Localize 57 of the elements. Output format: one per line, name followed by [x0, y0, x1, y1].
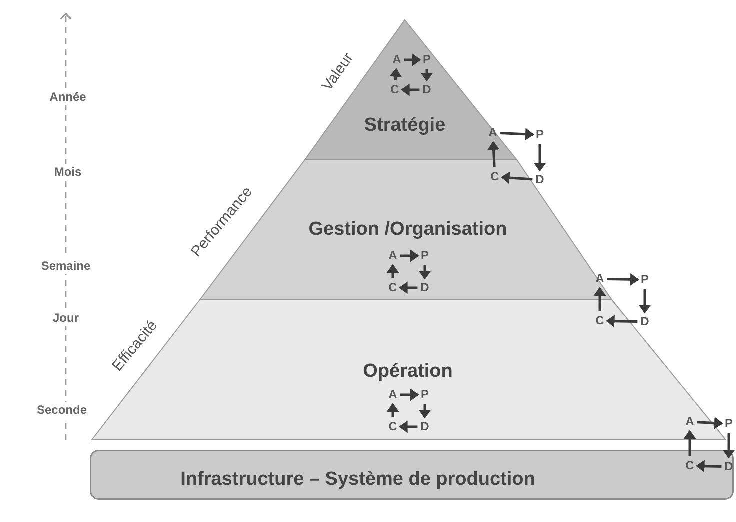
arrow	[390, 68, 402, 81]
arrow	[399, 420, 418, 434]
arrow	[386, 264, 400, 278]
cycle-letter: C	[388, 282, 398, 294]
arrow	[722, 434, 736, 459]
arrow	[399, 282, 418, 294]
cycle-letter: D	[420, 282, 430, 294]
cycle-letter: C	[388, 420, 398, 434]
arrow	[697, 417, 724, 430]
cycle-letter: A	[388, 388, 398, 402]
cycle-letter: D	[536, 174, 544, 186]
cycle-letter: C	[390, 84, 400, 96]
arrow	[420, 70, 434, 82]
layer-title: Gestion /Organisation	[308, 219, 508, 241]
arrow	[501, 172, 533, 184]
cycle-letter: D	[420, 420, 430, 434]
arrow	[401, 84, 420, 96]
cycle-letter: A	[392, 54, 402, 66]
pyramid-layer	[305, 20, 517, 160]
time-scale-label: Semaine	[39, 258, 93, 274]
time-scale-label: Jour	[51, 310, 81, 326]
cycle-letter: A	[686, 416, 694, 428]
arrow	[638, 290, 652, 314]
arrow	[606, 315, 638, 328]
cycle-letter: A	[488, 126, 498, 140]
layer-title: Infrastructure – Système de production	[180, 469, 536, 491]
cycle-letter: C	[490, 170, 500, 184]
cycle-letter: A	[388, 250, 398, 262]
cycle-letter: C	[596, 314, 604, 328]
cycle-letter: P	[641, 274, 649, 286]
time-scale-label: Seconde	[35, 402, 89, 418]
arrow	[594, 287, 606, 312]
arrow	[400, 388, 420, 402]
cycle-letter: P	[421, 388, 429, 402]
layer-title: Stratégie	[364, 115, 446, 137]
arrow	[418, 266, 432, 280]
arrow	[404, 54, 422, 66]
arrow	[534, 144, 546, 172]
layer-title: Opération	[363, 361, 453, 383]
arrow	[400, 250, 420, 262]
cycle-letter: D	[422, 84, 432, 96]
arrow	[500, 128, 534, 141]
cycle-letter: P	[536, 128, 544, 142]
cycle-letter: P	[725, 418, 733, 430]
cycle-letter: C	[686, 460, 694, 472]
cycle-letter: P	[421, 250, 429, 262]
arrow	[386, 403, 400, 418]
arrow	[684, 430, 696, 456]
time-scale-label: Année	[48, 89, 88, 105]
base-bar	[90, 450, 734, 500]
arrow	[696, 460, 722, 473]
arrow	[418, 404, 432, 419]
arrow	[607, 273, 640, 286]
arrow	[488, 141, 500, 168]
pyramid-layer	[92, 300, 726, 440]
cycle-letter: P	[423, 54, 431, 66]
cycle-letter: D	[640, 316, 650, 328]
